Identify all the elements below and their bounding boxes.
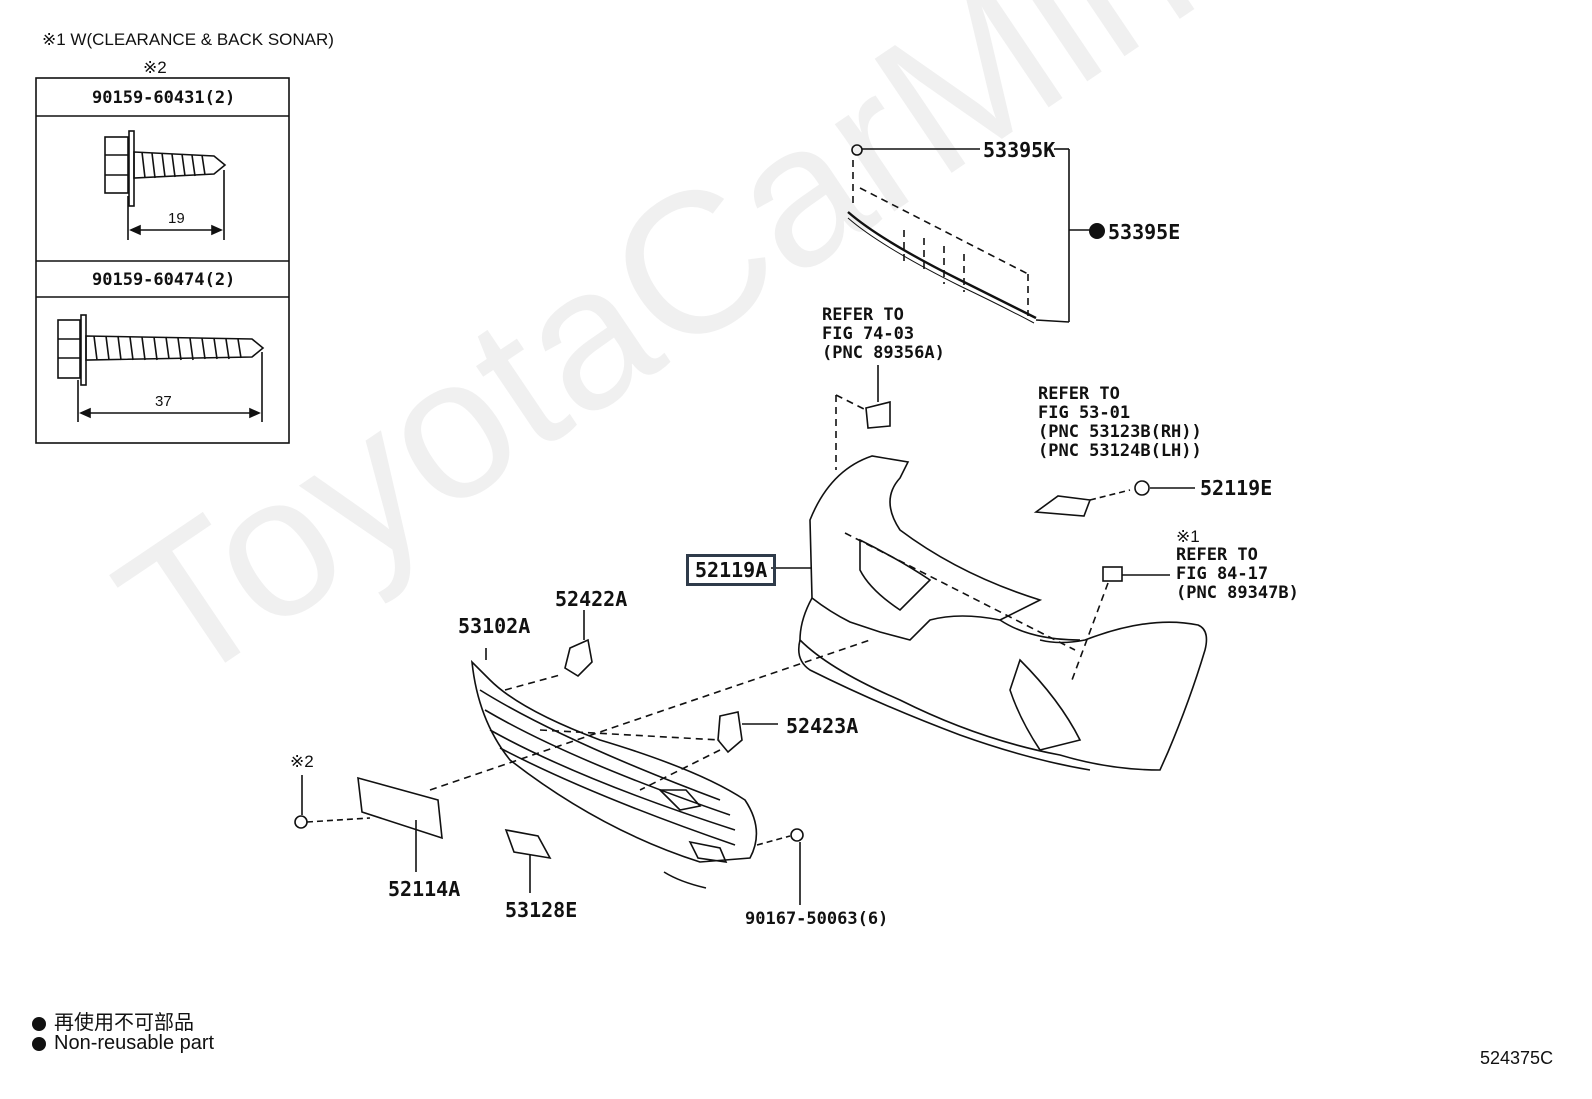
non-reusable-dot-icon <box>32 1016 46 1031</box>
part-52423a[interactable]: 52423A <box>786 714 859 738</box>
fastener-row-1-part[interactable]: 90159-60431(2) <box>92 88 236 108</box>
ref3-line-1: REFER TO <box>1176 545 1258 565</box>
bolt-37-icon <box>57 314 265 422</box>
sonar-clip <box>1102 566 1123 582</box>
fastener-row-2-part[interactable]: 90159-60474(2) <box>92 270 236 290</box>
legend-jp-text: 再使用不可部品 <box>54 1012 194 1034</box>
part-52422a[interactable]: 52422A <box>555 587 628 611</box>
header-note: ※1 W(CLEARANCE & BACK SONAR) <box>42 30 334 49</box>
ref3-line-3: (PNC 89347B) <box>1176 583 1299 603</box>
cover-53128e <box>504 828 552 860</box>
fastener-row-1-dimension: 19 <box>168 210 185 227</box>
ref2-line-1: REFER TO <box>1038 384 1120 404</box>
refer-fig-53-01[interactable]: REFER TO FIG 53-01 (PNC 53123B(RH)) (PNC… <box>1038 385 1202 461</box>
ref2-line-4: (PNC 53124B(LH)) <box>1038 441 1202 461</box>
part-53395e[interactable]: 53395E <box>1108 220 1181 244</box>
legend-en-text: Non-reusable part <box>54 1032 215 1054</box>
ref3-line-2: FIG 84-17 <box>1176 564 1269 584</box>
bumper-cover <box>797 455 1208 771</box>
bolt-19-icon <box>104 130 227 240</box>
ref1-line-3: (PNC 89356A) <box>822 343 945 363</box>
mark-1: ※1 <box>1176 527 1200 546</box>
legend-en: Non-reusable part <box>32 1032 214 1055</box>
bracket-piece <box>1033 495 1092 517</box>
part-53395k[interactable]: 53395K <box>983 138 1056 162</box>
figure-code: 524375C <box>1480 1048 1554 1068</box>
refer-fig-74-03[interactable]: REFER TO FIG 74-03 (PNC 89356A) <box>822 306 945 363</box>
non-reusable-dot-icon <box>32 1036 46 1051</box>
ref1-line-2: FIG 74-03 <box>822 324 915 344</box>
non-reusable-dot <box>1089 223 1105 239</box>
mark-2: ※2 <box>290 752 314 771</box>
part-90167-50063[interactable]: 90167-50063(6) <box>745 909 889 929</box>
fastener-row-2-dimension: 37 <box>155 393 172 410</box>
sensor-pad <box>865 400 891 429</box>
part-53102a[interactable]: 53102A <box>458 614 531 638</box>
ref1-line-1: REFER TO <box>822 305 904 325</box>
weatherstrip-seal <box>847 144 1090 324</box>
refer-fig-84-17[interactable]: REFER TO FIG 84-17 (PNC 89347B) <box>1176 546 1299 603</box>
part-52114a[interactable]: 52114A <box>388 877 461 901</box>
lower-grille <box>470 648 758 889</box>
license-bracket <box>357 776 443 840</box>
part-53128e[interactable]: 53128E <box>505 898 578 922</box>
ref2-line-2: FIG 53-01 <box>1038 403 1131 423</box>
ref2-line-3: (PNC 53123B(RH)) <box>1038 422 1202 442</box>
part-52119a-highlighted[interactable]: 52119A <box>686 554 777 586</box>
fastener-box-mark: ※2 <box>143 58 167 77</box>
clip-52422a <box>564 638 593 678</box>
legend-jp: 再使用不可部品 <box>32 1006 194 1035</box>
clip-52423a <box>717 711 743 754</box>
part-52119e[interactable]: 52119E <box>1200 476 1273 500</box>
